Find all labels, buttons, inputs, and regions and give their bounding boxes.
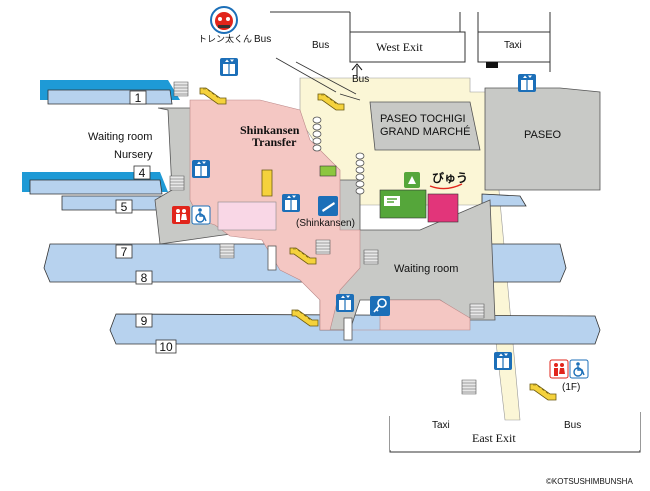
stairs-icon — [315, 239, 331, 255]
label-paseo-tochigi-1: PASEO TOCHIGI — [380, 113, 466, 125]
svg-text:8: 8 — [141, 271, 148, 285]
toilet-icon — [172, 206, 190, 224]
stairs-icon — [219, 243, 235, 259]
platform-1 — [47, 89, 173, 105]
label-west-exit: West Exit — [376, 40, 423, 54]
stairs-icon — [173, 81, 189, 97]
accessible-icon — [569, 359, 589, 379]
label-waiting-room-left: Waiting room — [88, 131, 152, 143]
label-shop-name: びゅう — [432, 170, 468, 185]
ticket-machine-icon — [318, 196, 338, 216]
platform-number-10: 10 — [155, 339, 177, 354]
platform-4 — [29, 179, 163, 195]
elevator-icon — [517, 73, 537, 93]
escalator-icon — [529, 383, 557, 401]
taxi-sign — [486, 62, 498, 68]
platform-number-7: 7 — [115, 244, 133, 259]
label-taxi-top: Taxi — [504, 40, 522, 51]
shop-block-pink — [427, 193, 459, 223]
label-shinkansen-ticket: (Shinkansen) — [296, 218, 355, 229]
waiting-area-pink — [217, 201, 277, 231]
paseo-tochigi — [369, 101, 481, 151]
label-bus-arrow: Bus — [352, 74, 369, 85]
label-bus-top: Bus — [312, 40, 329, 51]
pillars — [267, 116, 365, 341]
shinkansen-gate-green — [319, 165, 337, 177]
svg-text:7: 7 — [121, 245, 128, 259]
elevator-icon — [493, 351, 513, 371]
label-waiting-room-right: Waiting room — [394, 263, 458, 275]
stairs-icon — [469, 303, 485, 319]
lost-and-found-key-icon — [370, 296, 390, 316]
label-shinkansen-transfer-2: Transfer — [252, 135, 297, 149]
elevator-icon — [219, 57, 239, 77]
label-bus-top-small: Bus — [254, 34, 271, 45]
platform-5-east — [481, 193, 527, 207]
label-taxi-bottom: Taxi — [432, 420, 450, 431]
label-nursery: Nursery — [114, 149, 153, 161]
accessible-icon — [191, 205, 211, 225]
toilet-icon — [549, 359, 569, 379]
mascot-name: トレン太くん — [198, 33, 252, 44]
svg-text:4: 4 — [139, 166, 146, 180]
label-shinkansen-transfer-1: Shinkansen — [240, 123, 300, 137]
label-east-exit: East Exit — [472, 431, 516, 445]
platform-number-5: 5 — [115, 199, 133, 214]
paseo-building — [484, 87, 601, 191]
copyright: ©KOTSUSHIMBUNSHA — [546, 477, 633, 486]
platform-number-1: 1 — [129, 90, 147, 105]
taxi-stand-top — [477, 31, 551, 63]
elevator-icon — [191, 159, 211, 179]
shop-icon — [404, 172, 420, 188]
label-paseo: PASEO — [524, 129, 562, 141]
label-bus-bottom: Bus — [564, 420, 581, 431]
label-paseo-tochigi-2: GRAND MARCHÉ — [380, 125, 470, 138]
platform-number-4: 4 — [133, 165, 151, 180]
ticket-office-icon — [384, 196, 400, 206]
platform-number-9: 9 — [135, 313, 153, 328]
svg-text:9: 9 — [141, 314, 148, 328]
platform-9-10 — [109, 313, 601, 345]
platform-number-8: 8 — [135, 270, 153, 285]
platform-5 — [61, 195, 169, 211]
label-floor-1f: (1F) — [562, 382, 580, 393]
escalator-icon — [261, 169, 273, 197]
stairs-icon — [461, 379, 477, 395]
elevator-icon — [281, 193, 301, 213]
elevator-icon — [335, 293, 355, 313]
west-exit-building — [349, 31, 466, 63]
stairs-icon — [169, 175, 185, 191]
svg-text:1: 1 — [135, 91, 142, 105]
mascot-icon — [210, 6, 238, 34]
svg-text:10: 10 — [159, 340, 173, 354]
svg-text:5: 5 — [121, 200, 128, 214]
stairs-icon — [363, 249, 379, 265]
